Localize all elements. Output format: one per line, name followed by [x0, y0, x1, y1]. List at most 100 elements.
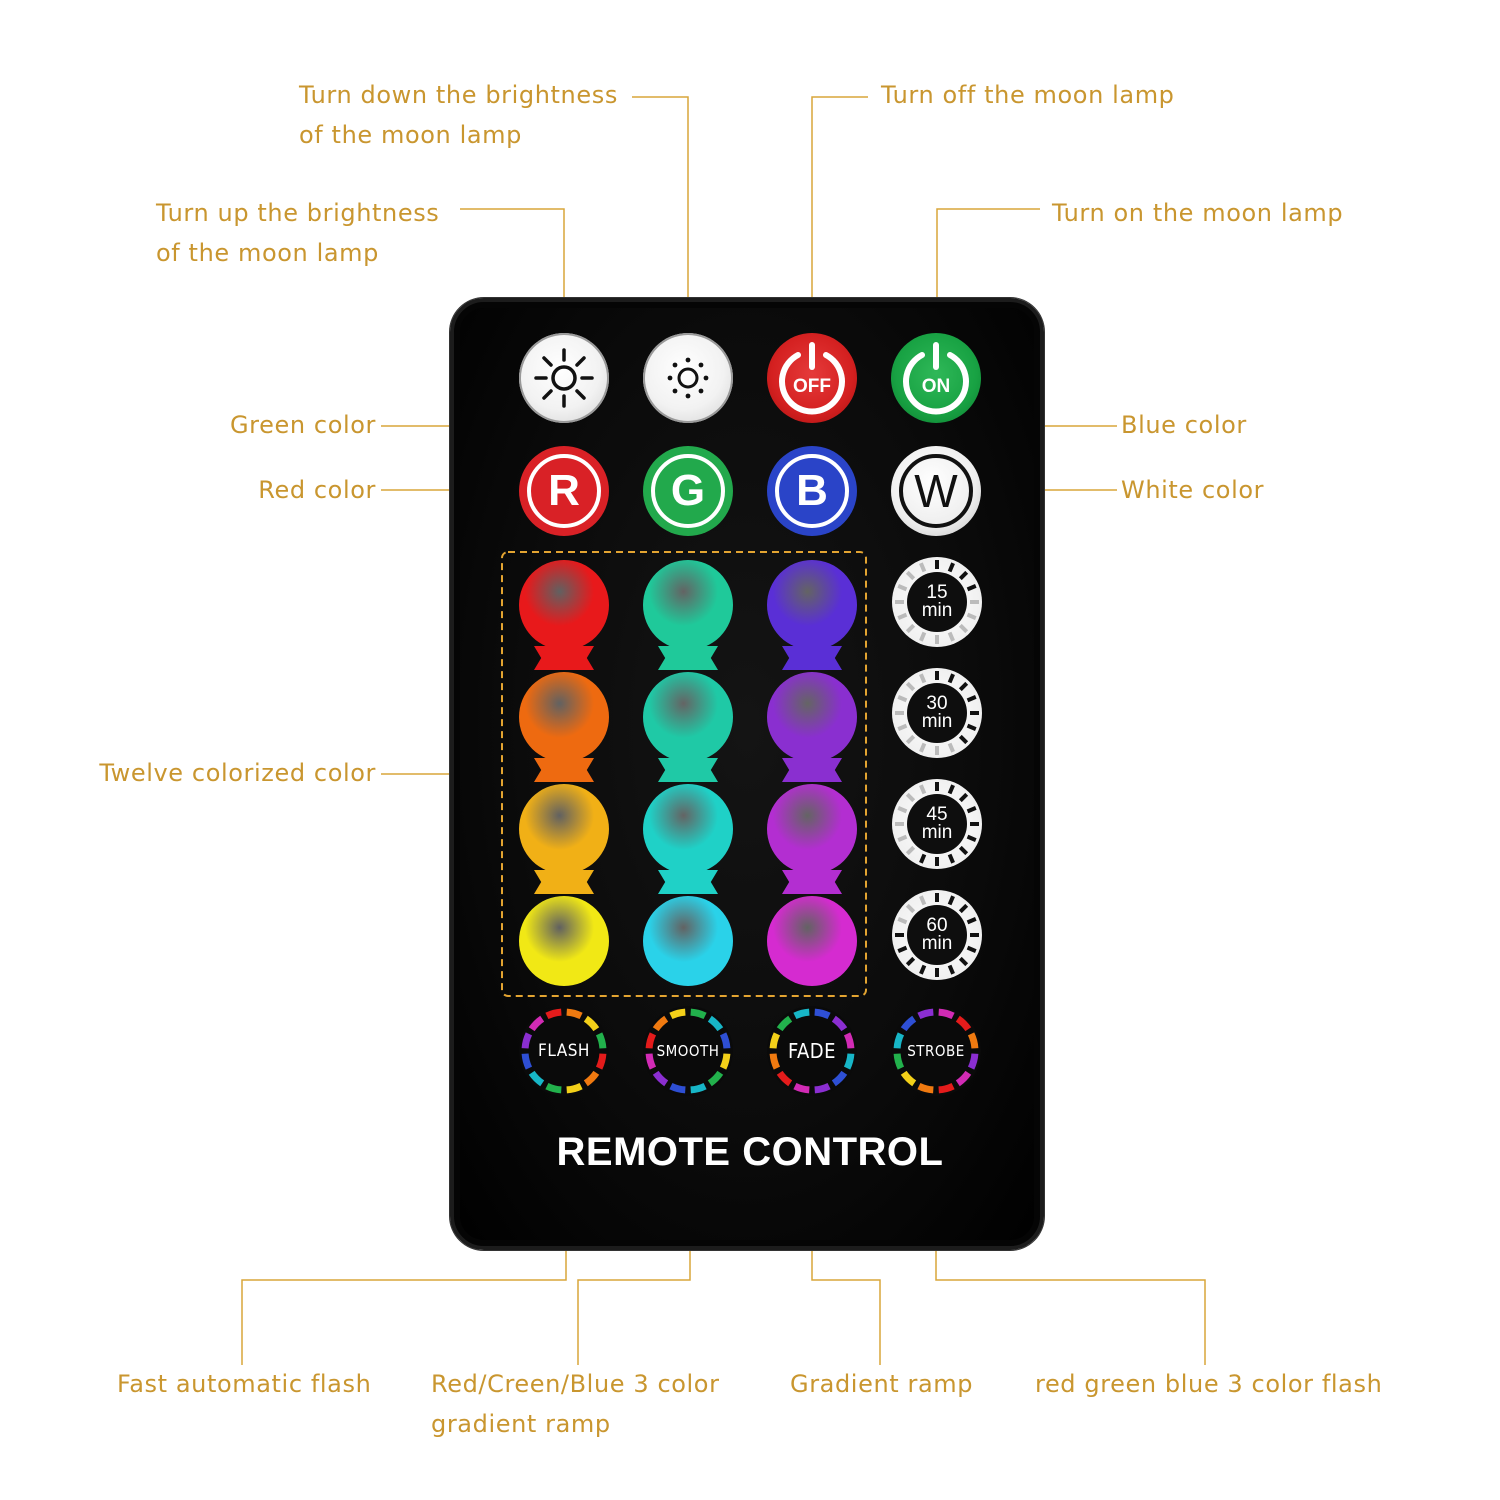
color-button[interactable]	[767, 784, 857, 874]
label-red: Red color	[258, 476, 376, 504]
timer-tick	[966, 723, 977, 731]
ring-segment	[719, 1053, 731, 1070]
on-text: ON	[921, 376, 951, 397]
label-strobe: red green blue 3 color flash	[1035, 1370, 1383, 1398]
rainbow-ring-icon	[893, 1008, 979, 1094]
timer-tick	[919, 895, 927, 906]
color-button[interactable]	[643, 896, 733, 986]
color-button[interactable]	[767, 672, 857, 762]
label-flash: Fast automatic flash	[117, 1370, 372, 1398]
color-bridge	[534, 646, 594, 670]
ring-segment	[769, 1053, 781, 1070]
color-button[interactable]	[519, 784, 609, 874]
color-button[interactable]	[519, 560, 609, 650]
ring-segment	[566, 1082, 583, 1094]
ring-segment	[917, 1008, 934, 1020]
ring-segment	[652, 1070, 669, 1087]
timer-tick	[958, 956, 969, 967]
timer-tick	[966, 806, 977, 814]
green-letter: G	[651, 454, 725, 528]
ring-segment	[719, 1032, 731, 1049]
timer-tick	[919, 673, 927, 684]
ring-segment	[521, 1053, 533, 1070]
sun-large-icon	[534, 348, 594, 408]
ring-segment	[545, 1082, 562, 1094]
timer-tick	[919, 562, 927, 573]
timer-tick	[947, 964, 955, 975]
ring-segment	[938, 1082, 955, 1094]
color-button[interactable]	[519, 896, 609, 986]
brightness-up-button[interactable]	[519, 333, 609, 423]
ring-segment	[793, 1008, 810, 1020]
timer-tick	[966, 695, 977, 703]
timer-tick	[958, 570, 969, 581]
ring-segment	[528, 1015, 545, 1032]
ring-segment	[545, 1008, 562, 1020]
color-button[interactable]	[519, 672, 609, 762]
color-bridge	[658, 870, 718, 894]
sun-small-icon	[667, 357, 709, 399]
white-button[interactable]: W	[891, 446, 981, 536]
green-button[interactable]: G	[643, 446, 733, 536]
strobe-button[interactable]: STROBE	[891, 1006, 981, 1096]
ring-segment	[583, 1070, 600, 1087]
flash-text: FLASH	[538, 1041, 590, 1061]
timer-tick	[919, 964, 927, 975]
timer-tick	[897, 945, 908, 953]
timer-ring-icon	[895, 893, 979, 977]
ring-segment	[967, 1032, 979, 1049]
timer-tick	[947, 853, 955, 864]
ring-segment	[690, 1008, 707, 1020]
red-button[interactable]: R	[519, 446, 609, 536]
fade-button[interactable]: FADE	[767, 1006, 857, 1096]
timer-tick	[905, 903, 916, 914]
ring-segment	[528, 1070, 545, 1087]
timer-tick	[919, 742, 927, 753]
color-button[interactable]	[767, 896, 857, 986]
ring-segment	[831, 1015, 848, 1032]
timer-tick	[905, 792, 916, 803]
ring-segment	[814, 1008, 831, 1020]
flash-button[interactable]: FLASH	[519, 1006, 609, 1096]
timer-tick	[947, 562, 955, 573]
color-button[interactable]	[767, 560, 857, 650]
color-button[interactable]	[643, 560, 733, 650]
smooth-button[interactable]: SMOOTH	[643, 1006, 733, 1096]
red-letter: R	[527, 454, 601, 528]
ring-segment	[793, 1082, 810, 1094]
timer-tick	[966, 584, 977, 592]
off-button[interactable]: OFF	[767, 333, 857, 423]
timer-ring-icon	[895, 560, 979, 644]
color-bridge	[534, 758, 594, 782]
blue-letter: B	[775, 454, 849, 528]
timer-tick	[897, 695, 908, 703]
label-blue: Blue color	[1121, 411, 1247, 439]
color-button[interactable]	[643, 784, 733, 874]
on-button[interactable]: ON	[891, 333, 981, 423]
timer-ring-icon	[895, 671, 979, 755]
timer-tick	[919, 853, 927, 864]
ring-segment	[831, 1070, 848, 1087]
brightness-down-button[interactable]	[643, 333, 733, 423]
ring-segment	[893, 1053, 905, 1070]
color-button[interactable]	[643, 672, 733, 762]
color-bridge	[658, 646, 718, 670]
timer-tick	[966, 917, 977, 925]
ring-segment	[707, 1015, 724, 1032]
blue-button[interactable]: B	[767, 446, 857, 536]
timer-tick	[897, 917, 908, 925]
label-off: Turn off the moon lamp	[881, 81, 1175, 109]
color-bridge	[782, 758, 842, 782]
ring-segment	[707, 1070, 724, 1087]
ring-segment	[652, 1015, 669, 1032]
color-bridge	[534, 870, 594, 894]
timer-tick	[905, 681, 916, 692]
